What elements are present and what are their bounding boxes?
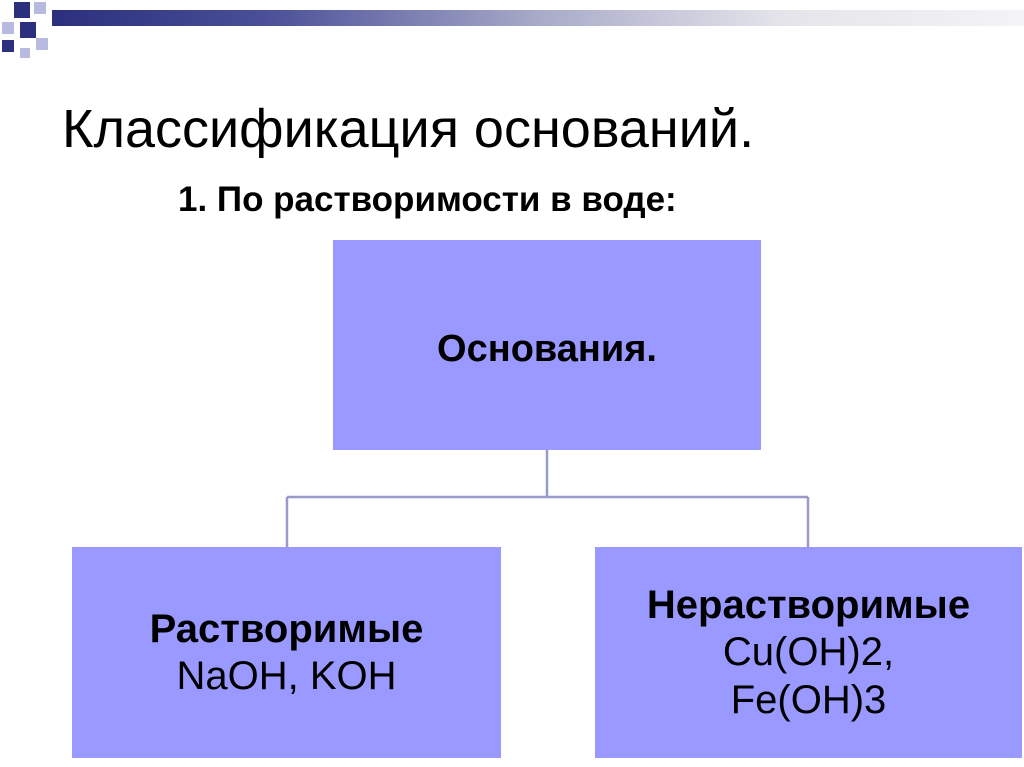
node-soluble: Растворимые NaOH, KOH (72, 547, 501, 758)
node-insoluble-example-1: Cu(OH)2, (722, 629, 895, 674)
header-decoration-bar (52, 10, 1024, 26)
corner-square-light (34, 2, 46, 14)
node-bases-label: Основания. (437, 328, 657, 370)
node-soluble-label: Растворимые (149, 606, 424, 651)
node-insoluble: Нерастворимые Cu(OH)2, Fe(OH)3 (595, 547, 1022, 758)
corner-square-dark (2, 40, 14, 52)
corner-square-light (2, 22, 14, 34)
corner-square-dark (20, 22, 36, 38)
slide-title: Классификация оснований. (62, 99, 755, 159)
corner-square-dark (14, 2, 30, 18)
corner-square-light (20, 48, 30, 58)
node-insoluble-label: Нерастворимые (646, 582, 971, 627)
node-bases: Основания. (333, 240, 761, 450)
node-insoluble-example-2: Fe(OH)3 (730, 677, 887, 722)
corner-square-light (36, 38, 48, 50)
slide-subtitle: 1. По растворимости в воде: (178, 180, 677, 219)
node-soluble-examples: NaOH, KOH (176, 653, 397, 698)
